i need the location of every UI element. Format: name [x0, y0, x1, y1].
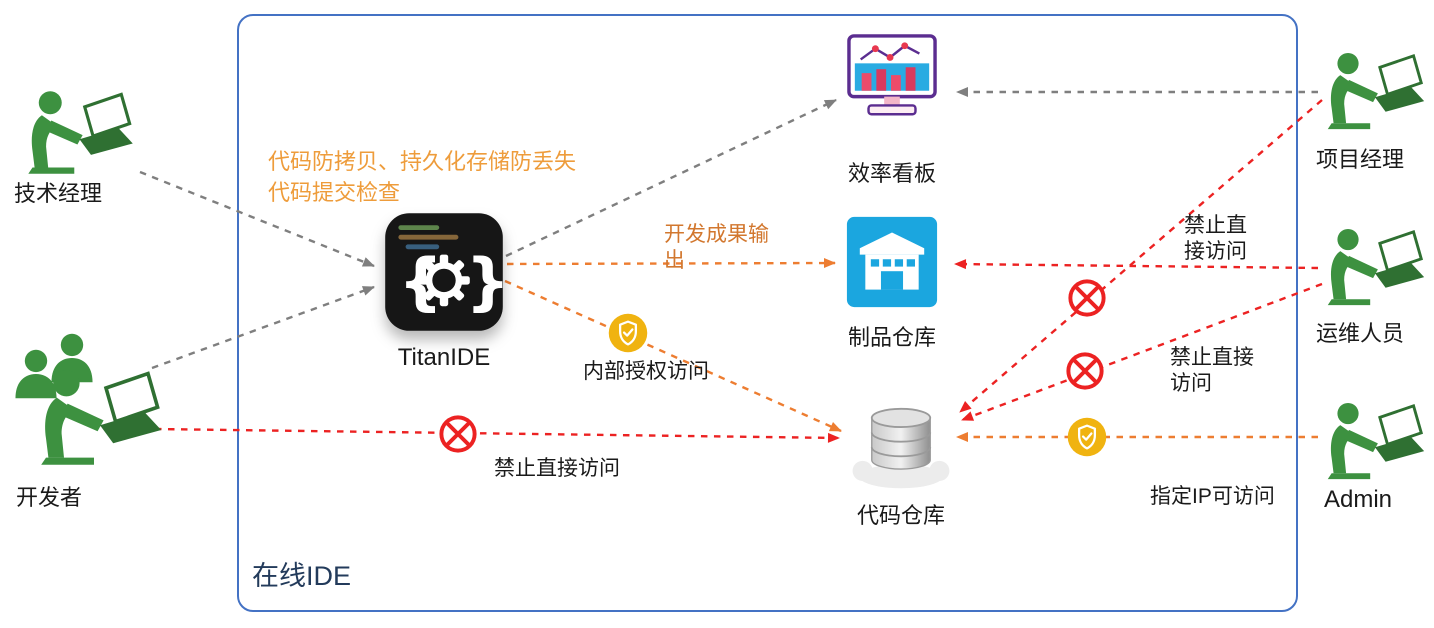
edge-label-forbid-developers: 禁止直接访问: [494, 457, 620, 480]
person-at-laptop-icon: [22, 86, 137, 180]
titanide-label: TitanIDE: [397, 344, 491, 371]
actor-ops-label: 运维人员: [1316, 321, 1405, 346]
actor-developers-label: 开发者: [16, 485, 83, 510]
artifact-repo-label: 制品仓库: [847, 325, 936, 350]
titanide-icon: [384, 212, 504, 332]
shield-icon: [1066, 416, 1108, 458]
titanide-note-line2: 代码提交检查: [268, 180, 401, 205]
titanide-note-line1: 代码防拷贝、持久化存储防丢失: [268, 149, 577, 174]
code-repo-icon: [848, 396, 954, 491]
edge-developers-titanide: [151, 285, 375, 370]
person-at-laptop-icon: [1322, 224, 1428, 311]
edge-developers-code-repo: [154, 427, 840, 443]
edge-titanide-artifact-repo: [506, 258, 836, 269]
person-at-laptop-icon: [34, 364, 166, 472]
actor-project-manager-label: 项目经理: [1316, 147, 1405, 172]
dashboard-label: 效率看板: [847, 161, 936, 186]
edge-label-forbid-ops: 禁止直接访问: [1170, 346, 1254, 395]
edge-label-dev-output: 开发成果输出: [664, 223, 769, 272]
forbidden-icon: [1066, 277, 1108, 319]
edge-label-internal-auth: 内部授权访问: [583, 360, 709, 383]
shield-icon: [607, 312, 649, 354]
actor-tech-manager-label: 技术经理: [14, 181, 103, 206]
edge-ops-code-repo: [961, 282, 1323, 422]
edge-tech-manager-titanide: [139, 170, 375, 268]
actor-admin-label: Admin: [1324, 486, 1393, 513]
person-at-laptop-icon: [1322, 398, 1428, 485]
person-at-laptop-icon: [1322, 48, 1428, 135]
actor-developers: [6, 330, 171, 470]
edge-label-admin-ip: 指定IP可访问: [1150, 485, 1275, 508]
edge-ops-artifact-repo: [954, 259, 1319, 270]
edge-label-forbid-project-manager: 禁止直接访问: [1184, 214, 1247, 263]
online-ide-label: 在线IDE: [252, 561, 352, 591]
forbidden-icon: [437, 413, 479, 455]
edge-titanide-code-repo: [504, 279, 842, 433]
efficiency-dashboard-icon: [843, 34, 941, 124]
online-ide-boundary: [237, 14, 1298, 612]
code-repo-label: 代码仓库: [856, 503, 945, 528]
artifact-repo-icon: [846, 216, 938, 308]
forbidden-icon: [1064, 350, 1106, 392]
edge-titanide-dashboard: [505, 98, 837, 258]
edge-project-manager-code-repo: [959, 99, 1323, 413]
